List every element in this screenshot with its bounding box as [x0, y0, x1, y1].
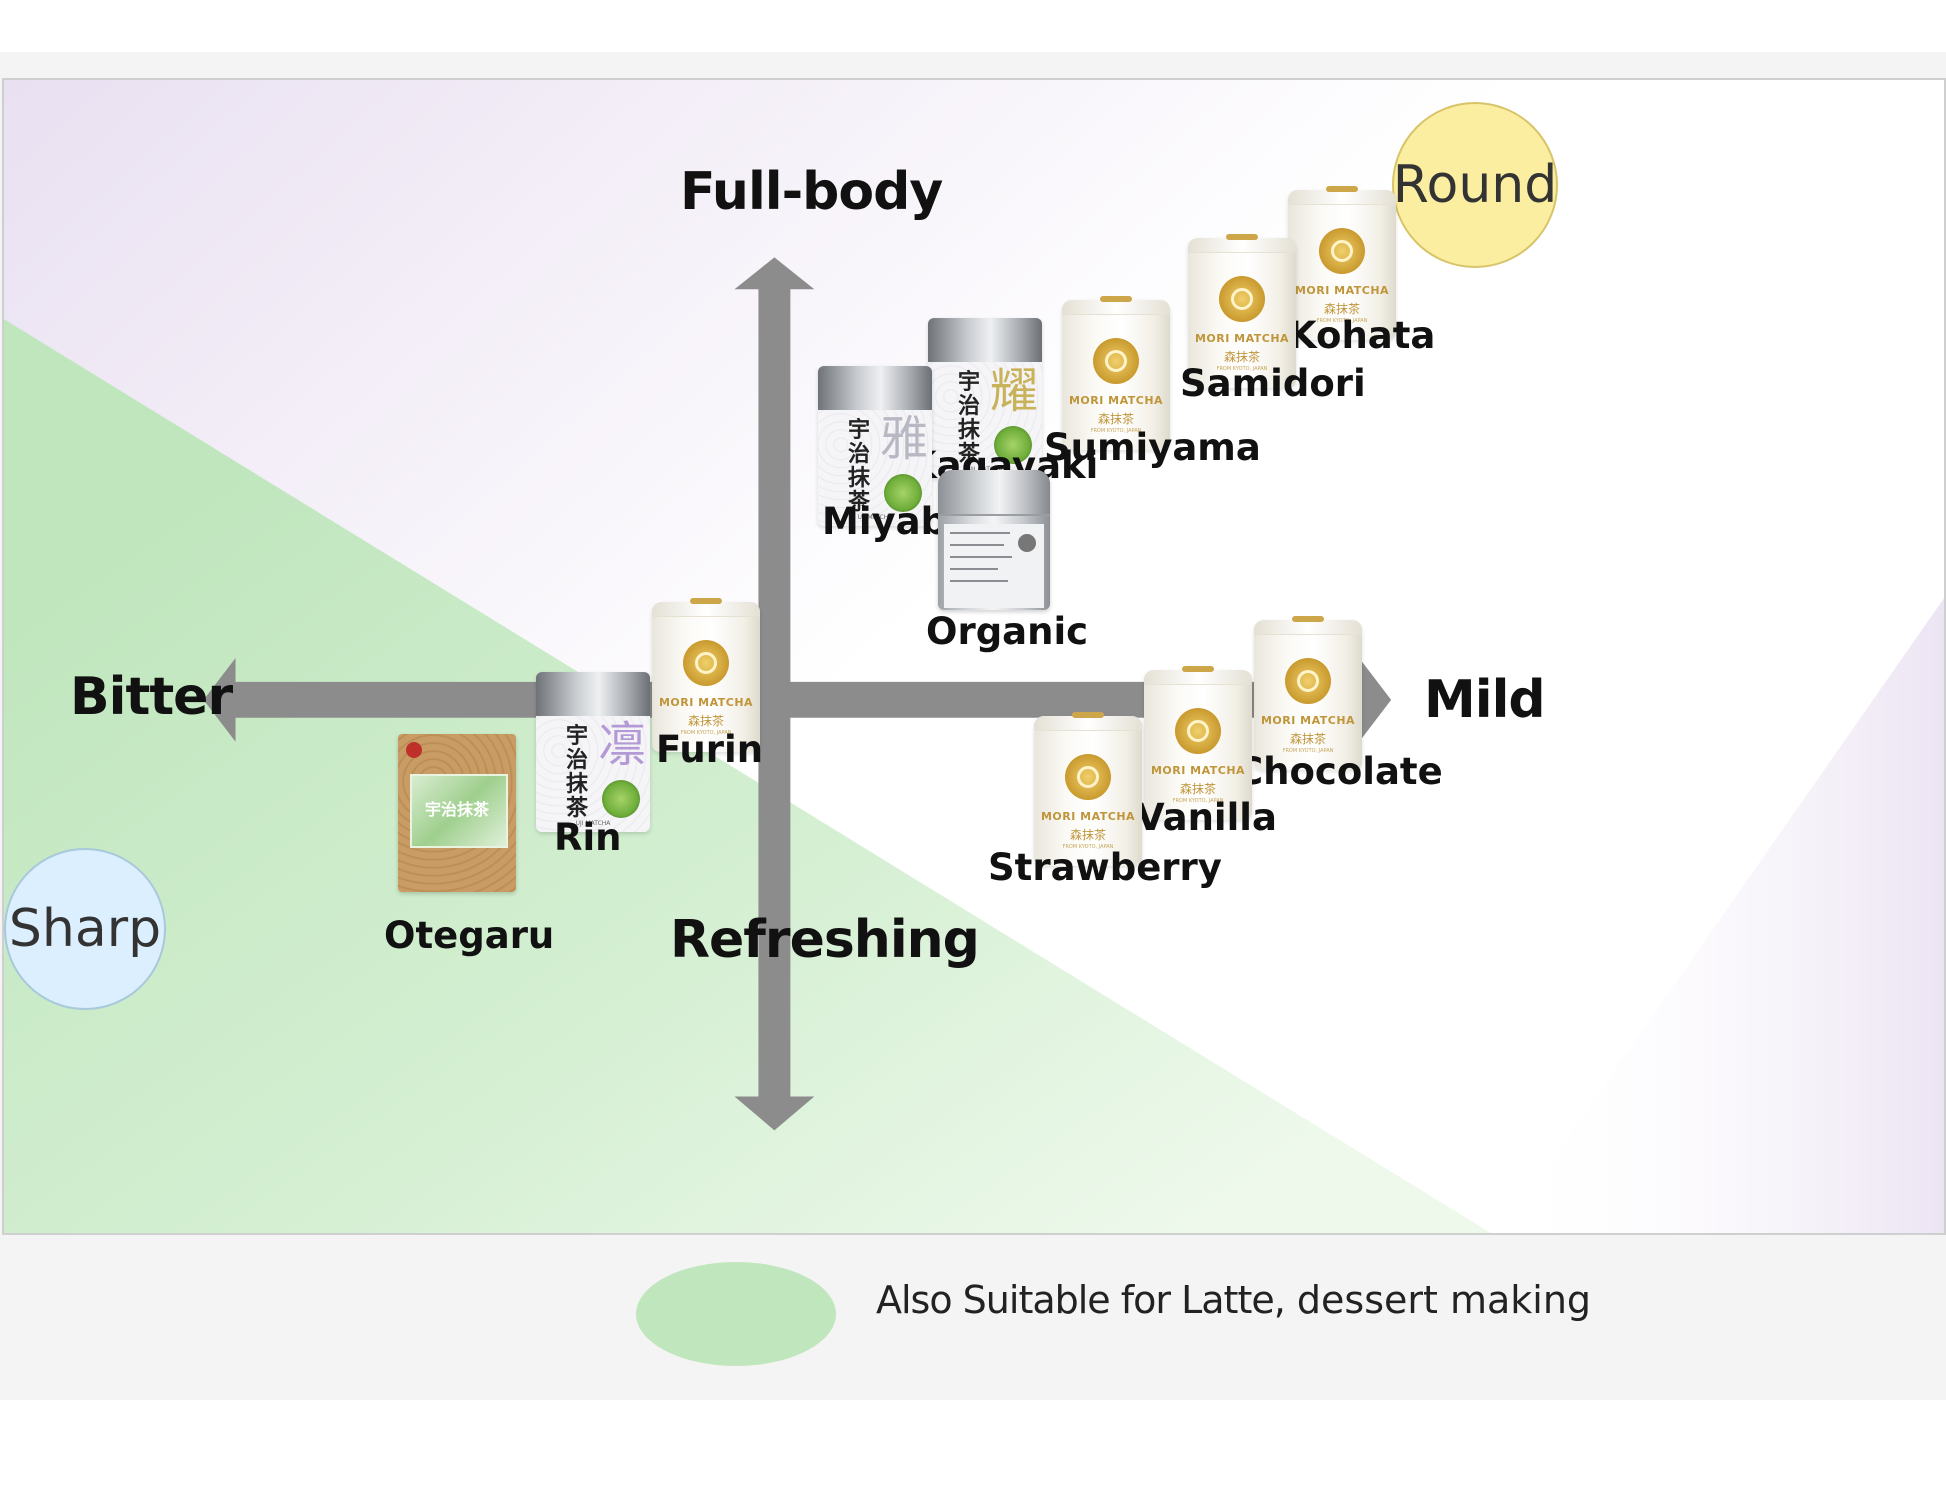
brand-logo-icon — [1285, 658, 1331, 704]
label-furin: Furin — [656, 728, 764, 771]
label-chocolate: Chocolate — [1236, 750, 1443, 793]
can-brand-sub: FROM KYOTO, JAPAN — [1090, 428, 1142, 434]
can-brand-sub: FROM KYOTO, JAPAN — [680, 730, 732, 736]
can-brand: MORI MATCHA — [1040, 810, 1136, 823]
matcha-bowl-icon — [602, 780, 640, 818]
axis-label-bottom: Refreshing — [670, 910, 980, 970]
axis-label-right: Mild — [1424, 670, 1546, 730]
rin-tin[interactable]: 宇治抹茶 凛 UJI MATCHA — [536, 672, 650, 832]
tin-mark: 耀 — [990, 363, 1039, 419]
sumiyama-can[interactable]: MORI MATCHA 森抹茶 FROM KYOTO, JAPAN — [1062, 296, 1170, 450]
label-sumiyama: Sumiyama — [1044, 426, 1261, 469]
furin-can[interactable]: MORI MATCHA 森抹茶 FROM KYOTO, JAPAN — [652, 598, 760, 752]
can-brand-jp: 森抹茶 — [1289, 732, 1326, 746]
axis-label-top: Full-body — [680, 162, 943, 222]
sharp-badge: Sharp — [4, 848, 166, 1010]
brand-logo-icon — [1319, 228, 1365, 274]
brand-logo-icon — [1175, 708, 1221, 754]
brand-logo-icon — [1219, 276, 1265, 322]
tin-lid — [536, 672, 650, 716]
can-brand: MORI MATCHA — [1260, 714, 1356, 727]
samidori-can[interactable]: MORI MATCHA 森抹茶 FROM KYOTO, JAPAN — [1188, 234, 1296, 388]
brand-logo-icon — [683, 640, 729, 686]
kagayaki-tin[interactable]: 宇治抹茶 耀 UJI MATCHA — [928, 318, 1042, 478]
matcha-bowl-icon — [994, 426, 1032, 464]
kohata-can[interactable]: MORI MATCHA 森抹茶 FROM KYOTO, JAPAN — [1288, 186, 1396, 340]
tin-kanji: 宇治抹茶 — [848, 417, 871, 515]
label-miyabi: Miyabi — [822, 500, 960, 543]
can-brand-jp: 森抹茶 — [1223, 350, 1260, 364]
label-samidori: Samidori — [1180, 362, 1366, 405]
round-badge: Round — [1392, 102, 1558, 268]
tin-lid — [818, 366, 932, 410]
tin-kanji: 宇治抹茶 — [566, 723, 589, 821]
horizontal-axis-arrow — [203, 657, 1392, 742]
can-lid — [1288, 186, 1396, 205]
can-brand-sub: FROM KYOTO, JAPAN — [1316, 318, 1368, 324]
brand-logo-icon — [1065, 754, 1111, 800]
legend-text: Also Suitable for Latte, dessert making — [876, 1278, 1591, 1322]
can-lid — [1062, 296, 1170, 315]
can-brand: MORI MATCHA — [658, 696, 754, 709]
can-brand: MORI MATCHA — [1194, 332, 1290, 345]
label-otegaru: Otegaru — [384, 914, 555, 957]
tin-sub: UJI MATCHA — [575, 820, 611, 827]
can-brand-jp: 森抹茶 — [1069, 828, 1106, 842]
pouch-window — [410, 774, 508, 848]
tin-mark: 雅 — [880, 411, 929, 467]
chocolate-can[interactable]: MORI MATCHA 森抹茶 FROM KYOTO, JAPAN — [1254, 616, 1362, 770]
label-rin: Rin — [554, 816, 622, 859]
seal-icon — [406, 742, 422, 758]
legend-swatch — [636, 1262, 836, 1366]
vanilla-can[interactable]: MORI MATCHA 森抹茶 FROM KYOTO, JAPAN — [1144, 666, 1252, 820]
can-lid — [1144, 666, 1252, 685]
taste-map-background — [4, 80, 1944, 1233]
can-brand-sub: FROM KYOTO, JAPAN — [1282, 748, 1334, 754]
matcha-bowl-icon — [884, 474, 922, 512]
can-brand-jp: 森抹茶 — [687, 714, 724, 728]
label-organic: Organic — [926, 610, 1089, 653]
miyabi-tin[interactable]: 宇治抹茶 雅 UJI MATCHA — [818, 366, 932, 526]
can-lid — [1188, 234, 1296, 253]
strawberry-can[interactable]: MORI MATCHA 森抹茶 FROM KYOTO, JAPAN — [1034, 712, 1142, 866]
can-brand-sub: FROM KYOTO, JAPAN — [1216, 366, 1268, 372]
otegaru-pouch[interactable]: 宇治抹茶 — [398, 734, 516, 892]
legend-text-b: dessert making — [1284, 1278, 1592, 1322]
taste-map: Full-body Refreshing Bitter Mild Round S… — [2, 78, 1946, 1235]
axis-label-left: Bitter — [70, 667, 233, 727]
can-brand: MORI MATCHA — [1294, 284, 1390, 297]
pouch-text: 宇治抹茶 — [424, 800, 489, 819]
tin-mark: 凛 — [598, 717, 647, 773]
tin-lid — [938, 470, 1050, 516]
tin-label — [944, 524, 1044, 608]
axes — [203, 257, 1392, 1131]
brand-logo-icon — [1093, 338, 1139, 384]
can-brand: MORI MATCHA — [1150, 764, 1246, 777]
organic-tin[interactable] — [938, 470, 1050, 610]
can-lid — [652, 598, 760, 617]
tin-kanji: 宇治抹茶 — [958, 369, 981, 467]
tin-lid — [928, 318, 1042, 362]
label-strawberry: Strawberry — [988, 846, 1222, 889]
label-kohata: Kohata — [1288, 314, 1436, 357]
can-brand-jp: 森抹茶 — [1323, 302, 1360, 316]
can-brand: MORI MATCHA — [1068, 394, 1164, 407]
can-brand-sub: FROM KYOTO, JAPAN — [1062, 844, 1114, 850]
label-vanilla: Vanilla — [1136, 796, 1277, 839]
tin-sub: UJI MATCHA — [857, 514, 893, 521]
legend-text-a: Also Suitable for Latte, — [876, 1278, 1286, 1322]
can-brand-sub: FROM KYOTO, JAPAN — [1172, 798, 1224, 804]
can-lid — [1254, 616, 1362, 635]
can-lid — [1034, 712, 1142, 731]
tin-sub: UJI MATCHA — [928, 466, 1042, 473]
can-brand-jp: 森抹茶 — [1179, 782, 1216, 796]
can-brand-jp: 森抹茶 — [1097, 412, 1134, 426]
